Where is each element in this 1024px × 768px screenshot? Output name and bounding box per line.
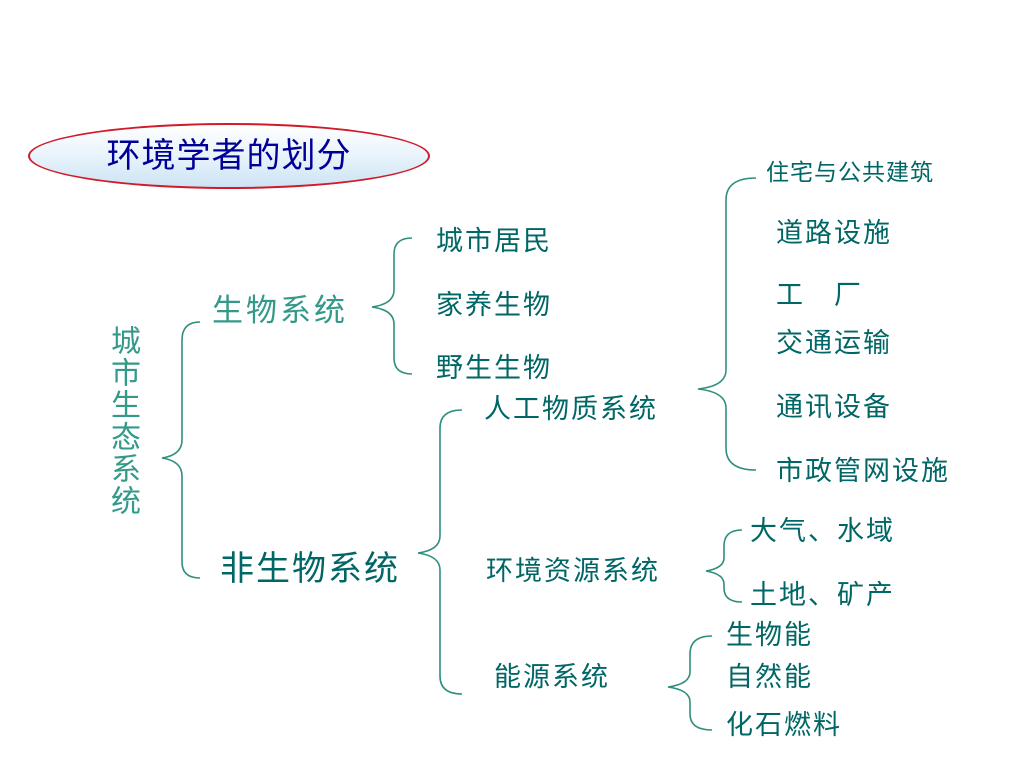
root-node-label: 城市生态系统 <box>105 325 140 517</box>
biological-bracket <box>371 237 413 375</box>
artificial-item-buildings: 住宅与公共建筑 <box>766 160 934 186</box>
energy-item-fossil: 化石燃料 <box>726 710 842 741</box>
title-ellipse <box>28 123 430 189</box>
artificial-item-transport: 交通运输 <box>776 328 892 359</box>
artificial-item-utilities: 市政管网设施 <box>776 456 950 487</box>
energy-bracket <box>667 635 713 731</box>
root-bracket <box>161 321 201 579</box>
non-biological-bracket <box>417 409 463 695</box>
artificial-bracket <box>697 177 757 471</box>
bio-item-domestic: 家养生物 <box>436 290 552 321</box>
artificial-item-communication: 通讯设备 <box>776 392 892 423</box>
bio-item-wild: 野生生物 <box>436 353 552 384</box>
env-item-land-minerals: 土地、矿产 <box>750 580 895 611</box>
energy-system-label: 能源系统 <box>494 662 610 693</box>
environmental-system-label: 环境资源系统 <box>486 556 660 587</box>
artificial-system-label: 人工物质系统 <box>484 394 658 425</box>
env-item-air-water: 大气、水域 <box>750 516 895 547</box>
energy-item-natural: 自然能 <box>726 662 813 693</box>
environmental-bracket <box>705 529 743 603</box>
energy-item-bio: 生物能 <box>726 620 813 651</box>
artificial-item-roads: 道路设施 <box>776 218 892 249</box>
artificial-item-factories: 工 厂 <box>776 280 863 311</box>
biological-system-label: 生物系统 <box>212 293 348 329</box>
bio-item-residents: 城市居民 <box>436 226 552 257</box>
non-biological-system-label: 非生物系统 <box>220 549 400 589</box>
page-title: 环境学者的划分 <box>106 136 352 176</box>
